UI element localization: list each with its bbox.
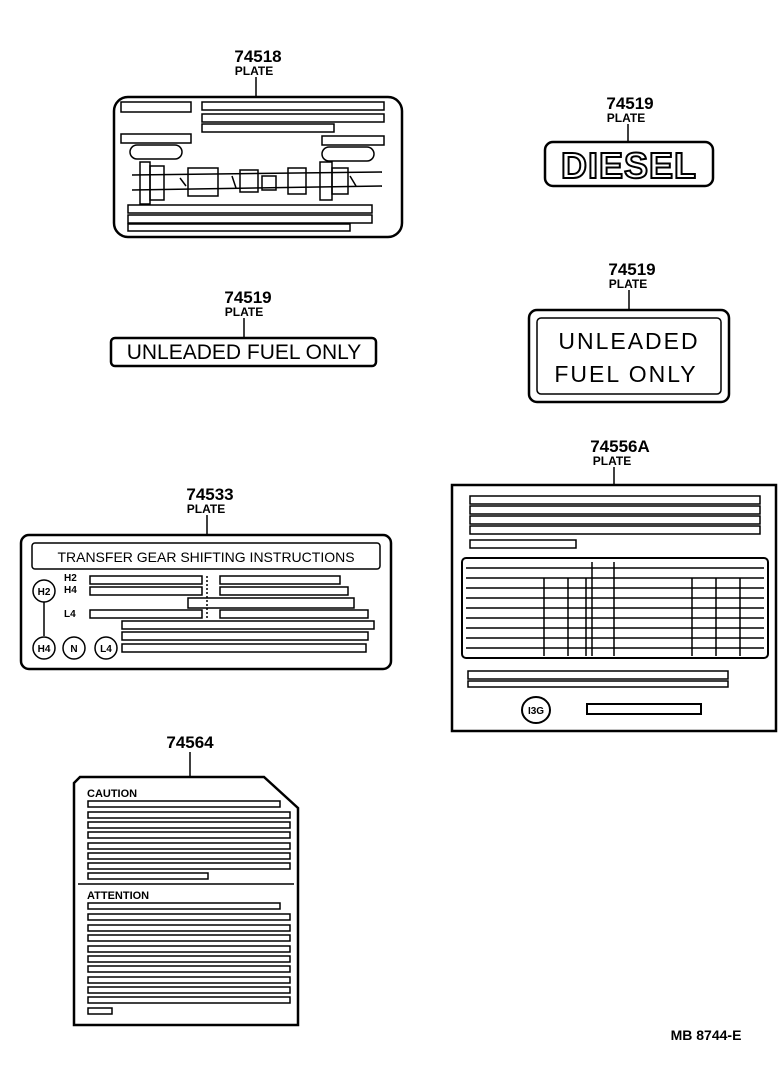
plate-74519-box: 74519 PLATE UNLEADED FUEL ONLY <box>527 260 731 404</box>
part-desc-74533: PLATE <box>187 502 225 516</box>
plate-74519-diesel: 74519 PLATE DIESEL <box>543 94 715 188</box>
circle-l4 <box>94 636 118 660</box>
part-number-74533: 74533 <box>186 485 233 504</box>
label-l4: L4 <box>64 609 76 620</box>
caution-heading: CAUTION <box>87 788 137 800</box>
spec-table <box>461 557 769 659</box>
plate-74564: 74564 CAUTION ATTENTION <box>72 733 300 1027</box>
label-h2: H2 <box>64 573 77 584</box>
part-desc-74519-strip: PLATE <box>225 305 263 319</box>
spec-table-grid <box>466 562 764 656</box>
part-desc-74519-diesel: PLATE <box>607 111 645 125</box>
unleaded-strip-outline <box>109 336 378 368</box>
circle-l4-label: L4 <box>100 644 112 655</box>
circle-n <box>62 636 86 660</box>
unleaded-strip-text: UNLEADED FUEL ONLY <box>127 341 362 364</box>
unleaded-box-line2: FUEL ONLY <box>554 361 697 387</box>
circle-h4 <box>32 636 56 660</box>
unleaded-box-line1: UNLEADED <box>558 328 699 354</box>
unleaded-box-outer <box>527 308 731 404</box>
part-desc-74519-box: PLATE <box>609 277 647 291</box>
circle-n-label: N <box>70 644 77 655</box>
part-number-74518: 74518 <box>234 47 281 66</box>
part-number-74519-strip: 74519 <box>224 288 271 307</box>
diesel-plate-text: DIESEL <box>561 145 697 186</box>
part-desc-74518: PLATE <box>235 64 273 78</box>
plate-74533: 74533 PLATE TRANSFER GEAR SHIFTING INSTR… <box>19 485 393 671</box>
drivetrain-illustration <box>131 161 383 205</box>
unleaded-box-inner <box>536 317 722 395</box>
plate-74556a: 74556A PLATE <box>450 437 778 733</box>
label-h4: H4 <box>64 585 77 596</box>
plate-74518-outline <box>112 95 404 239</box>
transfer-plate-outline <box>19 533 393 671</box>
transfer-title-box <box>31 542 381 570</box>
diesel-plate-outline <box>543 140 715 188</box>
part-number-74556a: 74556A <box>590 437 650 456</box>
part-number-74564: 74564 <box>166 733 214 752</box>
caution-label-outline <box>72 775 300 1027</box>
plate-74518: 74518 PLATE <box>112 47 404 239</box>
badge-emblem-label: I3G <box>528 706 544 717</box>
circle-h4-label: H4 <box>38 644 51 655</box>
diagram-code: MB 8744-E <box>671 1027 742 1043</box>
plate-74519-strip: 74519 PLATE UNLEADED FUEL ONLY <box>109 288 378 368</box>
part-number-74519-box: 74519 <box>608 260 655 279</box>
plate-74556a-outline <box>450 483 778 733</box>
part-number-74519-diesel: 74519 <box>606 94 653 113</box>
badge-emblem <box>521 696 551 724</box>
part-desc-74556a: PLATE <box>593 454 631 468</box>
circle-h2-label: H2 <box>38 587 51 598</box>
attention-heading: ATTENTION <box>87 890 149 902</box>
transfer-title: TRANSFER GEAR SHIFTING INSTRUCTIONS <box>57 549 354 565</box>
